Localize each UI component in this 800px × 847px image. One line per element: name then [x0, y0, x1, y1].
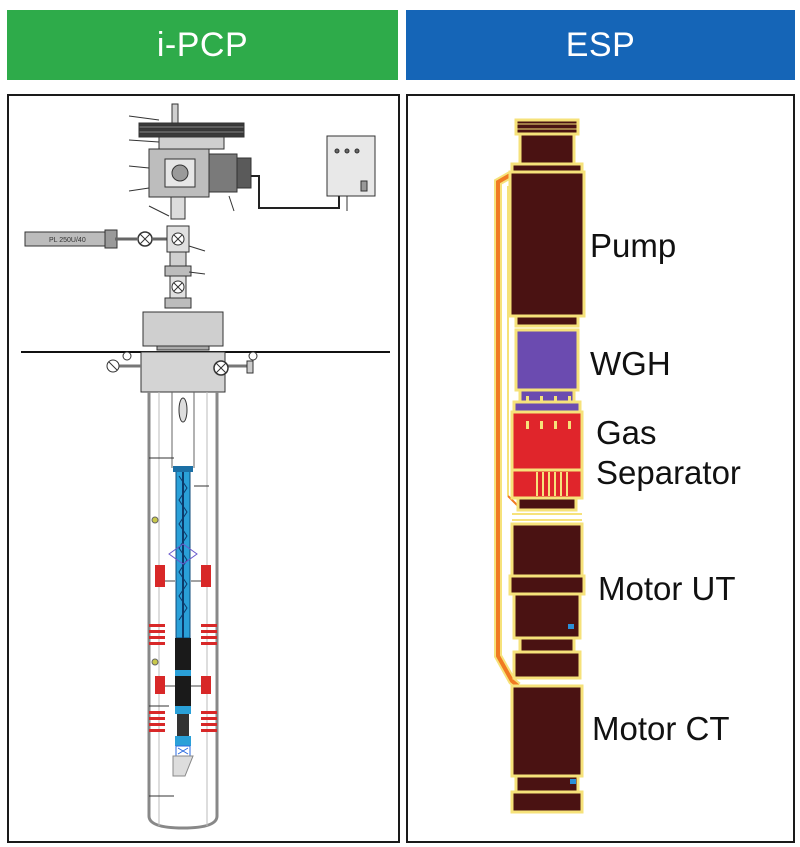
label-pump: Pump — [590, 227, 677, 264]
esp-wgh — [514, 328, 580, 392]
ipcp-header-label: i-PCP — [156, 25, 249, 64]
label-gas-separator-line2: Separator — [596, 454, 741, 491]
pcp-pump — [151, 466, 198, 777]
esp-motor-ct — [510, 684, 584, 778]
well-casing — [147, 392, 219, 830]
ipcp-panel: PL 250U/40 — [7, 94, 400, 843]
drive-head — [128, 103, 252, 217]
label-gas-separator-line1: Gas — [596, 414, 657, 451]
esp-header-label: ESP — [565, 25, 636, 64]
control-panel — [251, 135, 376, 211]
esp-motor-ut — [510, 522, 584, 578]
esp-panel: Pump WGH Gas Separator Motor UT Motor CT — [406, 94, 795, 843]
packers — [149, 565, 217, 732]
label-motor-ct: Motor CT — [592, 710, 730, 747]
label-wgh: WGH — [590, 345, 671, 382]
esp-diagram — [494, 118, 586, 814]
label-motor-ut: Motor UT — [598, 570, 736, 607]
esp-header: ESP — [406, 10, 795, 80]
flowline — [24, 229, 169, 249]
esp-pump — [508, 170, 586, 318]
ipcp-diagram: PL 250U/40 — [21, 103, 390, 830]
power-cable — [494, 170, 521, 690]
ipcp-header: i-PCP — [7, 10, 398, 80]
flowline-label: PL 250U/40 — [49, 237, 86, 244]
esp-gas-separator — [510, 410, 584, 472]
